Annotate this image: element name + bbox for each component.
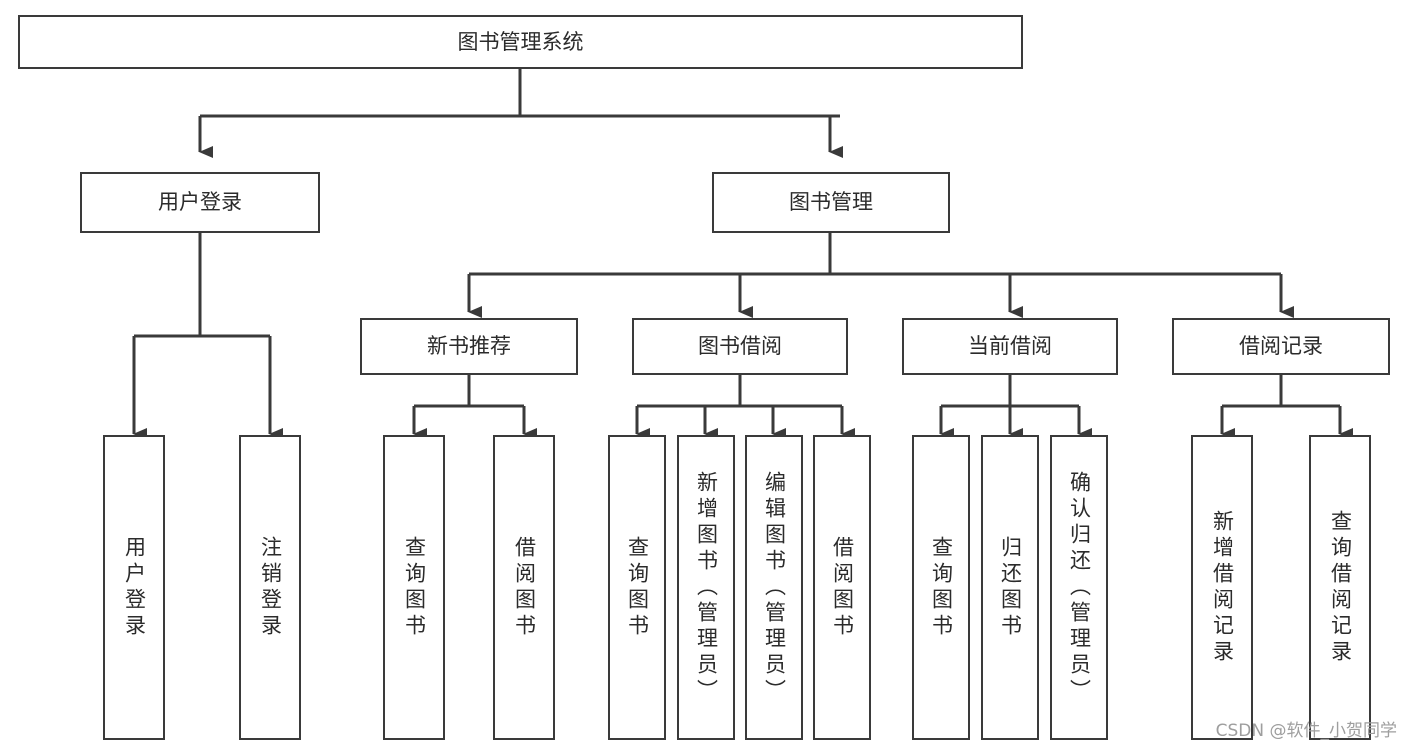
node-leaf-user-login-label: 用户登录 <box>122 535 147 640</box>
node-leaf-return-book-label: 归还图书 <box>998 535 1023 640</box>
node-current-borrow[interactable]: 当前借阅 <box>902 318 1118 375</box>
node-leaf-add-record[interactable]: 新增借阅记录 <box>1191 435 1253 740</box>
node-leaf-borrow-book-1-label: 借阅图书 <box>512 535 537 640</box>
node-leaf-user-logout-label: 注销登录 <box>258 535 283 640</box>
node-leaf-edit-book-label: 编辑图书（管理员） <box>762 470 787 705</box>
node-leaf-edit-book[interactable]: 编辑图书（管理员） <box>745 435 803 740</box>
node-leaf-query-book-2[interactable]: 查询图书 <box>608 435 666 740</box>
node-leaf-query-book-3[interactable]: 查询图书 <box>912 435 970 740</box>
node-leaf-query-book-2-label: 查询图书 <box>625 535 650 640</box>
node-leaf-add-book-label: 新增图书（管理员） <box>694 470 719 705</box>
node-new-book-recommend[interactable]: 新书推荐 <box>360 318 578 375</box>
node-current-borrow-label: 当前借阅 <box>968 334 1052 359</box>
node-leaf-query-book-1-label: 查询图书 <box>402 535 427 640</box>
node-leaf-query-book-3-label: 查询图书 <box>929 535 954 640</box>
node-book-borrow[interactable]: 图书借阅 <box>632 318 848 375</box>
node-new-book-recommend-label: 新书推荐 <box>427 334 511 359</box>
node-root[interactable]: 图书管理系统 <box>18 15 1023 69</box>
node-leaf-add-book[interactable]: 新增图书（管理员） <box>677 435 735 740</box>
node-book-manage-label: 图书管理 <box>789 190 873 215</box>
node-leaf-user-logout[interactable]: 注销登录 <box>239 435 301 740</box>
node-leaf-query-record[interactable]: 查询借阅记录 <box>1309 435 1371 740</box>
node-leaf-borrow-book-2-label: 借阅图书 <box>830 535 855 640</box>
node-borrow-record-label: 借阅记录 <box>1239 334 1323 359</box>
node-book-borrow-label: 图书借阅 <box>698 334 782 359</box>
node-user-login[interactable]: 用户登录 <box>80 172 320 233</box>
node-leaf-query-record-label: 查询借阅记录 <box>1328 509 1353 666</box>
node-leaf-borrow-book-1[interactable]: 借阅图书 <box>493 435 555 740</box>
node-root-label: 图书管理系统 <box>457 29 584 54</box>
node-leaf-confirm-return[interactable]: 确认归还（管理员） <box>1050 435 1108 740</box>
node-leaf-add-record-label: 新增借阅记录 <box>1210 509 1235 666</box>
node-borrow-record[interactable]: 借阅记录 <box>1172 318 1390 375</box>
node-book-manage[interactable]: 图书管理 <box>712 172 950 233</box>
node-leaf-user-login[interactable]: 用户登录 <box>103 435 165 740</box>
watermark-text: CSDN @软件_小贺同学 <box>1215 721 1397 741</box>
node-leaf-confirm-return-label: 确认归还（管理员） <box>1067 470 1092 705</box>
node-leaf-query-book-1[interactable]: 查询图书 <box>383 435 445 740</box>
node-leaf-return-book[interactable]: 归还图书 <box>981 435 1039 740</box>
node-leaf-borrow-book-2[interactable]: 借阅图书 <box>813 435 871 740</box>
node-user-login-label: 用户登录 <box>158 190 242 215</box>
